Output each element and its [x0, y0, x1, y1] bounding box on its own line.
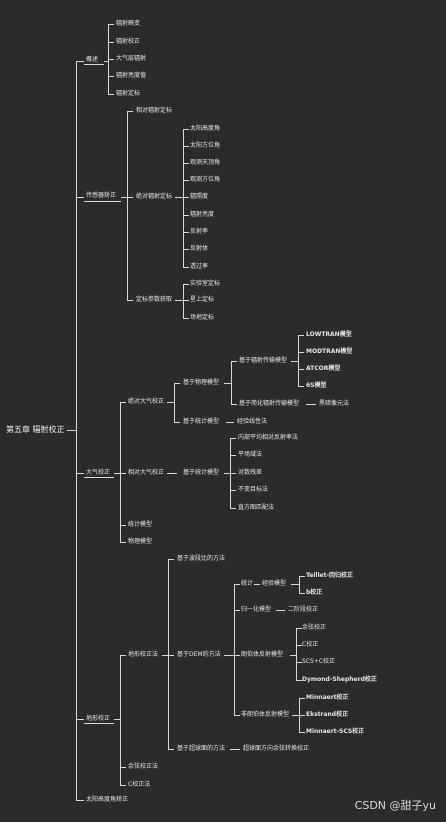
node-stat-model: 统计模型 — [128, 521, 153, 528]
node-cosine-method: 余弦校正法 — [128, 763, 159, 770]
node-reflector: 反射体 — [190, 245, 209, 252]
watermark: CSDN @甜子yu — [354, 799, 436, 812]
node-statistical-model-abs: 基于统计模型 — [183, 418, 220, 425]
node-ekstrand: Ekstrand校正 — [306, 711, 349, 718]
node-terrain-methods: 地形校正法 — [128, 651, 159, 658]
node-sensor-correction: 传感器矫正 — [86, 192, 117, 199]
node-radiation-distortion: 辐射畸变 — [116, 20, 141, 27]
node-statistical-model-rel: 基于统计模型 — [183, 469, 220, 476]
node-dark-pixel: 黑暗像元法 — [319, 400, 350, 407]
node-transmittance: 透过率 — [190, 263, 209, 270]
node-lab-calibration: 实验室定标 — [190, 280, 221, 287]
node-radiometric-correction: 辐射校正 — [116, 38, 141, 45]
node-band-ratio: 基于波段比的方法 — [177, 555, 226, 562]
node-radiometric-calibration: 辐射定标 — [116, 90, 141, 97]
node-onboard-calibration: 星上定标 — [190, 296, 215, 303]
node-absolute-calibration: 绝对辐射定标 — [136, 193, 173, 200]
node-lambert-model: 朗伯体反射模型 — [241, 651, 284, 658]
node-radiance-value: 辐射亮度值 — [116, 72, 147, 79]
node-c-correction: C校正 — [302, 641, 319, 648]
node-atmospheric-correction: 大气校正 — [86, 469, 111, 476]
node-view-azimuth: 观测方位角 — [190, 176, 221, 183]
node-terrain-correction: 地形校正 — [86, 715, 111, 722]
node-statistics: 统计 — [241, 580, 254, 587]
node-invariant-target: 不变目标法 — [238, 486, 269, 493]
node-view-zenith: 观测天顶角 — [190, 159, 221, 166]
node-phys-model: 物理模型 — [128, 538, 153, 545]
node-flat-field: 平场域法 — [238, 451, 263, 458]
node-minnaert: Minnaert校正 — [306, 694, 349, 701]
node-dymond-shepherd: Dymond-Shepherd校正 — [302, 676, 377, 683]
node-iarr: 内部平均相对反射率法 — [238, 434, 299, 441]
node-hypersphere-cosine: 超球面方向余弦转换校正 — [243, 745, 310, 752]
node-reflectance: 反射率 — [190, 228, 209, 235]
node-atcor: ATCOR模型 — [306, 365, 341, 372]
node-solar-elevation-correction: 太阳高度角矫正 — [86, 796, 129, 803]
node-solar-azimuth: 太阳方位角 — [190, 142, 221, 149]
node-empirical-line: 经验线性法 — [237, 418, 268, 425]
node-solar-elevation: 太阳高度角 — [190, 125, 221, 132]
node-second-order: 二阶段校正 — [288, 606, 319, 613]
node-minnaert-scs: Minnaert-SCS校正 — [306, 728, 365, 735]
node-site-calibration: 场地定标 — [190, 314, 215, 321]
node-lowtran: LOWTRAN模型 — [306, 331, 352, 338]
node-c-method: C校正法 — [128, 781, 151, 788]
node-relative-atmospheric: 相对大气校正 — [128, 469, 165, 476]
node-scs-c: SCS+C校正 — [302, 658, 336, 665]
node-relative-calibration: 相对辐射定标 — [136, 107, 173, 114]
node-non-lambert-model: 非朗伯体反射模型 — [241, 711, 290, 718]
node-normalized-model: 归一化模型 — [241, 606, 272, 613]
node-dem-method: 基于DEM的方法 — [177, 651, 221, 658]
node-simplified-rt: 基于简化辐射传输模型 — [239, 400, 300, 407]
root-node: 第五章 辐射校正 — [6, 425, 65, 434]
node-teillet: Teillet-回归校正 — [306, 572, 353, 579]
node-rt-model: 基于辐射传输模型 — [239, 357, 288, 364]
node-atmospheric-radiation: 大气层辐射 — [116, 55, 147, 62]
node-radiance: 辐射亮度 — [190, 211, 215, 218]
node-cosine-correction: 余弦校正 — [302, 624, 327, 631]
node-calibration-params: 定标参数获取 — [136, 296, 173, 303]
node-modtran: MODTRAN模型 — [306, 348, 353, 355]
node-histogram-matching: 直方图匹配法 — [238, 504, 275, 511]
node-log-residual: 对数残差 — [238, 469, 263, 476]
node-6s: 6S模型 — [306, 382, 327, 389]
node-physical-model: 基于物理模型 — [183, 379, 220, 386]
node-hypersphere: 基于超球面的方法 — [177, 745, 226, 752]
node-b-correction: b校正 — [306, 589, 323, 596]
node-irradiance: 辐照度 — [190, 193, 209, 200]
node-absolute-atmospheric: 绝对大气校正 — [128, 398, 165, 405]
node-empirical-model: 经验模型 — [262, 580, 287, 587]
node-overview: 概述 — [86, 56, 99, 63]
